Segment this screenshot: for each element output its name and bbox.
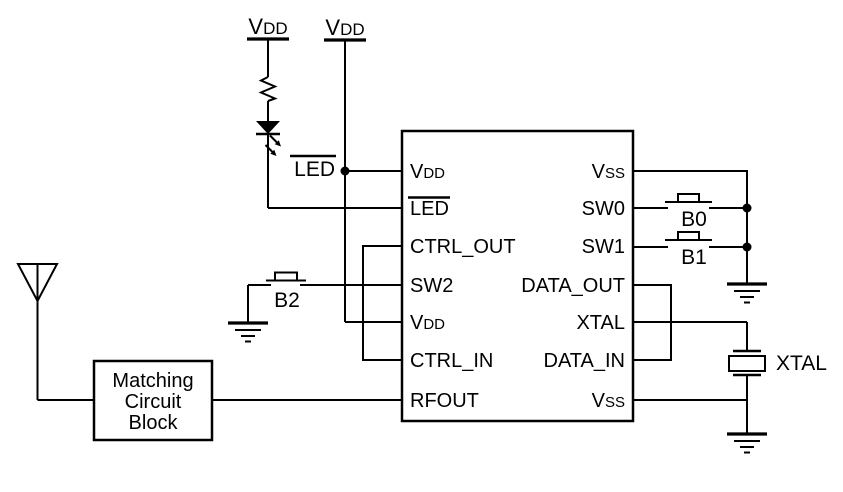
ic-pin-led: LED [410, 198, 449, 220]
ctrl-loop-wire [362, 245, 403, 361]
b1-label: B1 [681, 246, 707, 269]
antenna-icon [16, 263, 59, 400]
matching-circuit-block: Matching Circuit Block [92, 359, 214, 442]
vdd-supply-right: VDD [324, 15, 403, 323]
ic-pin-ctrl-out: CTRL_OUT [410, 236, 516, 258]
ic-pin-ctrl-in: CTRL_IN [410, 350, 493, 372]
ic-pin-sw1: SW1 [582, 236, 625, 258]
xtal-label: XTAL [776, 352, 827, 375]
resistor-icon [258, 76, 278, 102]
ic-pin-data-in: DATA_IN [544, 350, 626, 372]
led-anode-triangle [256, 121, 280, 134]
ic-pin-data-out: DATA_OUT [521, 275, 625, 297]
ic-body [400, 129, 635, 423]
push-button-b1: B1 [632, 231, 752, 269]
led-net-label: LED [290, 154, 336, 181]
vdd-left-label: VDD [248, 14, 287, 39]
svg-text:LED: LED [294, 158, 335, 181]
crystal-branch: XTAL [632, 321, 827, 455]
matching-line3: Block [129, 412, 179, 434]
matching-line2: Circuit [125, 391, 182, 413]
ic-pin-sw0: SW0 [582, 198, 625, 220]
ground-icon [725, 282, 769, 305]
led-light-arrow [274, 140, 281, 147]
ic-pin-vdd-2: VDD [410, 312, 445, 334]
junction-dot [742, 203, 752, 213]
ic-pin-vdd-1: VDD [410, 161, 445, 183]
matching-line1: Matching [112, 370, 193, 392]
vdd-right-label: VDD [325, 15, 364, 40]
led-light-arrow [270, 149, 277, 156]
junction-dot [340, 166, 350, 176]
ic-pin-xtal: XTAL [576, 312, 625, 334]
ground-icon [226, 321, 270, 344]
antenna-branch: Matching Circuit Block [16, 263, 403, 442]
ic-pin-vss-1: VSS [592, 161, 625, 183]
ic-pin-sw2: SW2 [410, 275, 453, 297]
ic-pin-vss-2: VSS [592, 390, 625, 412]
push-button-b2: B2 [226, 271, 403, 344]
ground-icon [725, 432, 769, 455]
push-button-icon [677, 231, 700, 241]
junction-dot [742, 242, 752, 252]
vdd-supply-left: VDD [247, 14, 403, 209]
b2-label: B2 [274, 289, 300, 312]
crystal-icon [728, 349, 766, 377]
b0-label: B0 [681, 208, 707, 231]
push-button-b0: B0 [632, 193, 752, 231]
ic-block: VDD LED CTRL_OUT SW2 VDD CTRL_IN RFOUT V… [400, 129, 635, 423]
ic-pin-rfout: RFOUT [410, 390, 479, 412]
push-button-icon [274, 271, 298, 282]
push-button-icon [677, 193, 700, 203]
